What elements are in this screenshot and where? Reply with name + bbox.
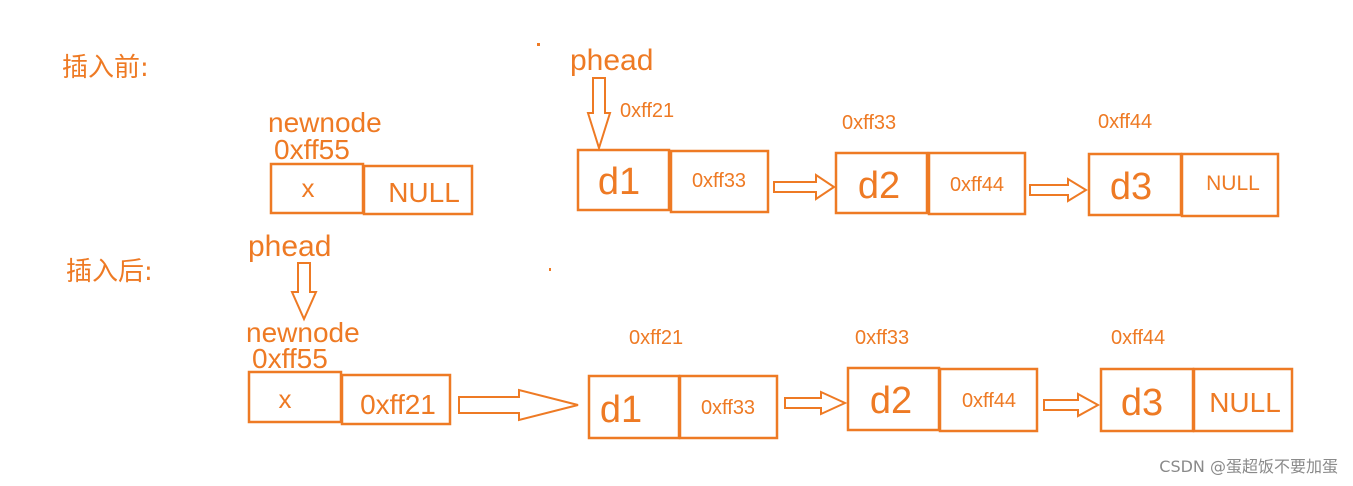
after-node2-next: 0xff44	[962, 390, 1016, 412]
before-newnode-name: newnode	[268, 107, 382, 138]
before-node3-data: d3	[1110, 166, 1152, 208]
after-newnode-data-cell	[247, 370, 343, 424]
after-node3-data: d3	[1121, 382, 1163, 424]
after-node1-data: d1	[600, 389, 642, 431]
after-node2-addr: 0xff33	[855, 327, 909, 349]
before-newnode-data: x	[302, 173, 315, 203]
after-link-arrow-1	[784, 390, 848, 416]
watermark-text: CSDN @蛋超饭不要加蛋	[1159, 457, 1338, 476]
before-newnode-next: NULL	[388, 177, 460, 208]
before-link-arrow-2	[1029, 177, 1088, 203]
before-label: 插入前:	[62, 53, 149, 83]
before-node3-next: NULL	[1206, 172, 1260, 195]
after-node3-addr: 0xff44	[1111, 327, 1165, 349]
after-newnode-addr: 0xff55	[252, 343, 328, 374]
before-newnode-addr: 0xff55	[274, 134, 350, 165]
before-node1-next: 0xff33	[692, 170, 746, 192]
before-node2-addr: 0xff33	[842, 112, 896, 134]
before-phead-arrow	[586, 77, 612, 152]
after-node3-next-cell	[1192, 367, 1294, 433]
before-node2-data: d2	[858, 165, 900, 207]
after-node2-data: d2	[870, 380, 912, 422]
before-node2-next: 0xff44	[950, 174, 1004, 196]
before-node3-addr: 0xff44	[1098, 111, 1152, 133]
before-newnode-data-cell	[269, 162, 365, 215]
after-newnode-next: 0xff21	[360, 389, 436, 420]
before-node1-data-cell	[576, 148, 671, 212]
before-newnode-next-cell	[362, 164, 474, 216]
speck	[537, 43, 540, 46]
after-newnode-data: x	[279, 384, 292, 414]
after-node2-next-cell	[938, 367, 1039, 433]
after-newnode-next-cell	[340, 373, 452, 426]
before-node1-data: d1	[598, 161, 640, 203]
after-link-arrow-2	[1043, 392, 1101, 418]
after-node1-next: 0xff33	[701, 397, 755, 419]
before-node1-addr: 0xff21	[620, 100, 674, 122]
after-node3-next: NULL	[1209, 387, 1281, 418]
after-link-arrow-0	[458, 388, 579, 422]
before-node2-data-cell	[834, 151, 929, 215]
speck	[549, 268, 551, 271]
before-node1-next-cell	[669, 149, 770, 214]
after-label: 插入后:	[66, 257, 153, 287]
before-node2-next-cell	[927, 151, 1027, 216]
after-node1-addr: 0xff21	[629, 327, 683, 349]
after-node1-next-cell	[678, 374, 779, 440]
after-phead-arrow	[290, 262, 318, 322]
before-node3-next-cell	[1180, 152, 1280, 218]
after-phead-label: phead	[248, 230, 331, 263]
before-phead-label: phead	[570, 44, 653, 77]
before-link-arrow-1	[773, 173, 836, 201]
after-newnode-name: newnode	[246, 317, 360, 348]
